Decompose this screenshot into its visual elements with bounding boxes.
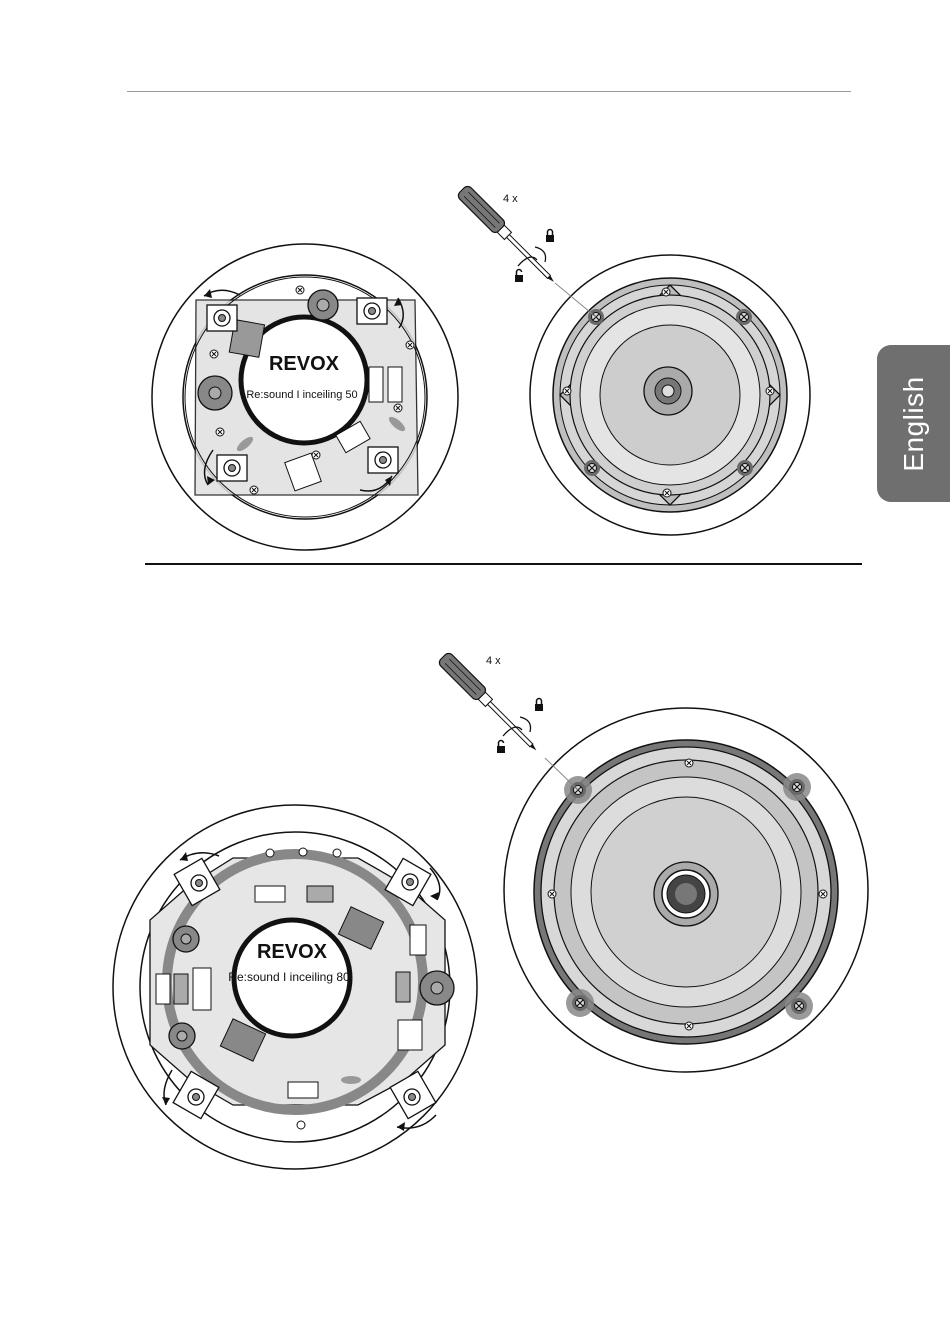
section-divider <box>145 563 862 565</box>
model-label-50: Re:sound I inceiling 50 <box>246 389 357 401</box>
screwdriver-bottom: 4 x <box>437 651 578 790</box>
brand-logo-80: REVOX <box>257 941 328 963</box>
screw-front-50-2 <box>736 309 752 325</box>
speaker-front-80 <box>504 708 868 1072</box>
unlock-icon-bottom <box>497 741 505 754</box>
lock-icon <box>546 230 554 243</box>
lock-icon-bottom <box>535 699 543 712</box>
unlock-icon <box>515 270 523 283</box>
screw-front-50-4 <box>737 460 753 476</box>
speaker-back-50: REVOX Re:sound I inceiling 50 <box>152 244 458 550</box>
screw-front-80-3 <box>566 989 594 1017</box>
clamp-bottom-right-50 <box>368 447 398 473</box>
brand-logo-50: REVOX <box>269 353 340 375</box>
figure-inceiling-50: REVOX Re:sound I inceiling 50 <box>0 0 950 560</box>
model-label-80: Re:sound I inceiling 80 <box>228 970 350 984</box>
screw-front-80-4 <box>785 992 813 1020</box>
clamp-bottom-left-50 <box>217 455 247 481</box>
clamp-top-left-50 <box>207 305 237 331</box>
screw-count-top: 4 x <box>503 193 518 205</box>
figure-inceiling-80: REVOX Re:sound I inceiling 80 <box>0 600 950 1300</box>
speaker-back-80: REVOX Re:sound I inceiling 80 <box>113 805 477 1169</box>
screw-count-bottom: 4 x <box>486 655 501 667</box>
clamp-top-right-50 <box>357 298 387 324</box>
screw-front-80-2 <box>783 773 811 801</box>
screw-front-50-3 <box>584 460 600 476</box>
